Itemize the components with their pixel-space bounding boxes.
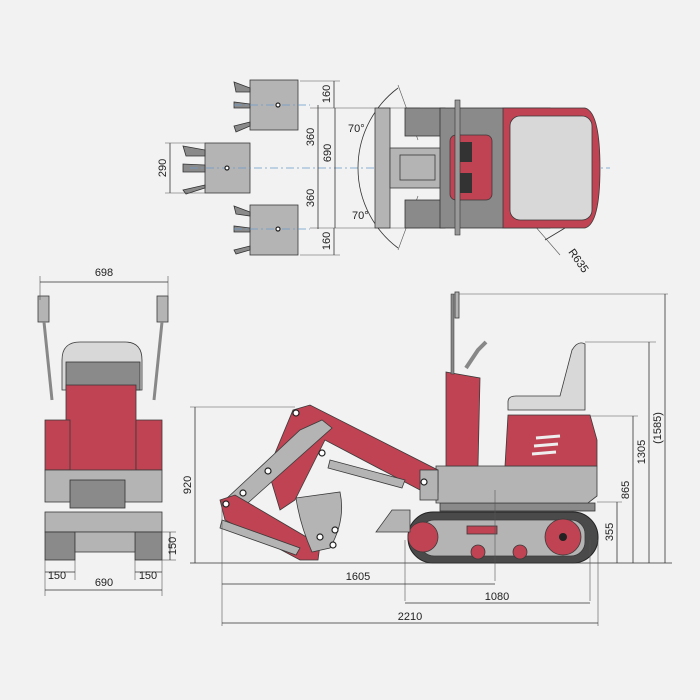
dim-track-height: 150 <box>167 537 179 555</box>
dim-swing-offset-right: 360 <box>305 189 317 207</box>
dim-track-width-left: 150 <box>48 570 66 582</box>
dim-blade-width: 690 <box>322 144 334 162</box>
dim-track-width-right: 150 <box>139 570 157 582</box>
dim-house-clearance: 355 <box>604 523 616 541</box>
dim-track-gauge: 690 <box>95 577 113 589</box>
dim-track-length: 1080 <box>485 591 509 603</box>
side-view-dimensions: 920 (1585) 1305 865 355 1605 1080 2210 <box>182 294 666 626</box>
dim-seat-height: 1305 <box>636 440 648 464</box>
bucket-top-position <box>233 79 310 133</box>
front-view: 698 150 150 690 150 <box>37 267 179 596</box>
dim-bucket-offset-top: 160 <box>321 85 333 103</box>
front-view-dimensions: 698 150 150 690 150 <box>39 267 179 596</box>
dim-reach-to-center: 1605 <box>346 571 370 583</box>
dim-swing-angle-right: 70° <box>352 210 369 222</box>
dim-boom-height: 920 <box>182 476 194 494</box>
dim-overall-width: 698 <box>95 267 113 279</box>
dim-swing-offset-left: 360 <box>305 128 317 146</box>
bucket-bottom-position <box>233 204 310 256</box>
dim-swing-angle-left: 70° <box>348 123 365 135</box>
side-view: 920 (1585) 1305 865 355 1605 1080 2210 <box>182 291 672 626</box>
excavator-front-body <box>37 295 169 561</box>
dim-house-height: 865 <box>620 481 632 499</box>
dim-bucket-offset-bottom: 160 <box>321 232 333 250</box>
excavator-top-body <box>374 99 601 236</box>
dim-bucket-width: 290 <box>157 159 169 177</box>
dim-overall-height: (1585) <box>652 412 664 444</box>
excavator-side-body <box>219 291 668 564</box>
dim-tail-radius: R635 <box>566 247 591 275</box>
dim-overall-length: 2210 <box>398 611 422 623</box>
top-view: 160 360 690 360 160 290 70° 70° R635 <box>157 79 610 275</box>
